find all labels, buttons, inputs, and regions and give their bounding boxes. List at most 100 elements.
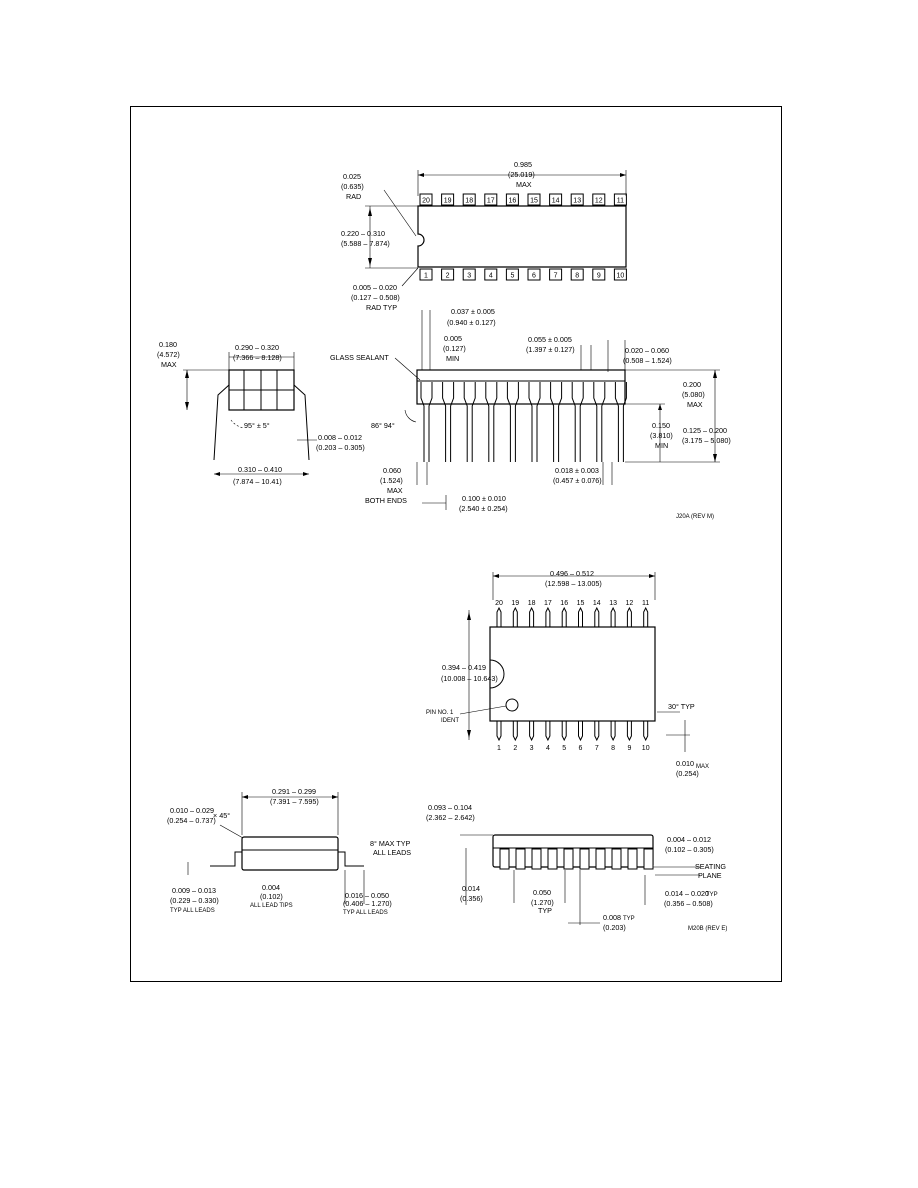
dip-top-pin-box — [592, 193, 606, 206]
side-d2-mm: (0.127) — [443, 344, 466, 353]
soic-end-d4-tag: ALL LEAD TIPS — [250, 903, 293, 909]
side-d2-tag: MIN — [446, 354, 459, 363]
side-d8-mm: (1.524) — [380, 476, 403, 485]
soic-dsmall-mm: (0.254) — [676, 769, 699, 778]
dip-side-lead — [442, 382, 455, 462]
soic-bottom-pin — [529, 721, 535, 742]
dip-top-pin-box — [613, 193, 627, 206]
dip-top-pin-box — [549, 193, 563, 206]
soic-end-d1-value: 0.010 – 0.029 — [170, 806, 214, 815]
dip-top-pin-label: 16 — [509, 198, 517, 205]
soic-bottom-pin-label: 2 — [513, 745, 517, 752]
soic-top-pin-label: 17 — [544, 600, 552, 607]
dip-body-width-mm: (5.588 – 7.874) — [341, 239, 390, 248]
soic-top-pin — [610, 606, 616, 627]
soic-end-d3-tag: TYP ALL LEADS — [170, 908, 215, 914]
soic-width-mm: (10.008 – 10.643) — [441, 674, 498, 683]
soic-pin1-l1: PIN NO. 1 — [426, 710, 454, 716]
soic-top-pin — [626, 606, 632, 627]
soic-bottom-pin-label: 4 — [546, 745, 550, 752]
side-d4-mm: (0.508 – 1.524) — [623, 356, 672, 365]
dip-top-pin-label: 12 — [595, 198, 603, 205]
dip-bottom-pin-label: 10 — [617, 273, 625, 280]
soic-side-d5-mm: (0.356 – 0.508) — [664, 899, 713, 908]
soic-side-d1-mm: (2.362 – 2.642) — [426, 813, 475, 822]
dip-top-pin-label: 11 — [617, 198, 624, 205]
soic-dsmall-value: 0.010 — [676, 759, 694, 768]
dip-bottom-pin-box — [505, 268, 519, 281]
side-d5-tag: MAX — [687, 400, 703, 409]
dip-side-lead — [506, 382, 519, 462]
side-d2-value: 0.005 — [444, 334, 462, 343]
dip-side-lead — [528, 382, 541, 462]
soic-bottom-pin-label: 5 — [562, 745, 566, 752]
dip-top-pin-box — [505, 193, 519, 206]
soic-side-d2-mm: (0.102 – 0.305) — [665, 845, 714, 854]
dip-top-pin-label: 19 — [444, 198, 452, 205]
side-d7-mm: (3.175 – 5.080) — [682, 436, 731, 445]
side-d10-mm: (2.540 ± 0.254) — [459, 504, 508, 513]
end-span-mm: (7.874 – 10.41) — [233, 477, 282, 486]
dip-bottom-pin-label: 5 — [510, 273, 514, 280]
soic-side-lead — [643, 848, 654, 870]
soic-side-seating-l1: SEATING — [695, 862, 726, 871]
side-d8-value: 0.060 — [383, 466, 401, 475]
soic-end-d4-mm: (0.102) — [260, 892, 283, 901]
soic-width-value: 0.394 – 0.419 — [442, 663, 486, 672]
dip-end-view: 0.290 – 0.320 (7.366 – 8.128) 0.180 (4.5… — [157, 340, 365, 486]
dip-top-pin-label: 17 — [487, 198, 495, 205]
dip-side-lead — [571, 382, 584, 462]
soic-bottom-pin-label: 3 — [530, 745, 534, 752]
soic-top-pin-label: 20 — [495, 600, 503, 607]
dip-bottom-pin-box — [441, 268, 455, 281]
soic-bottom-pin-label: 7 — [595, 745, 599, 752]
soic-side-lead — [579, 848, 590, 870]
end-lead-thk-mm: (0.203 – 0.305) — [316, 443, 365, 452]
end-angle: 95° ± 5° — [244, 421, 270, 430]
dip-bottom-pin-label: 4 — [489, 273, 493, 280]
soic-bottom-pin — [512, 721, 518, 742]
dip-rad-value: 0.025 — [343, 172, 361, 181]
soic-side-d1-value: 0.093 – 0.104 — [428, 803, 472, 812]
soic-side-d4-tag: TYP — [538, 906, 552, 915]
soic-side-d3-mm: (0.356) — [460, 894, 483, 903]
side-d8-tag: MAX — [387, 486, 403, 495]
dip-top-pin-box — [419, 193, 433, 206]
dip-bottom-pin-label: 2 — [446, 273, 450, 280]
dip-length-tag: MAX — [516, 180, 532, 189]
dip-bottom-pin-box — [549, 268, 563, 281]
dip-top-pin-box — [570, 193, 584, 206]
dip-bottom-pin-label: 3 — [467, 273, 471, 280]
side-d9-mm: (0.457 ± 0.076) — [553, 476, 602, 485]
soic-bottom-pin — [626, 721, 632, 742]
dip-top-pin-label: 15 — [530, 198, 538, 205]
end-height-value: 0.180 — [159, 340, 177, 349]
soic-side-d6-value: 0.008 — [603, 913, 621, 922]
side-d4-value: 0.020 – 0.060 — [625, 346, 669, 355]
side-angle: 86° 94° — [371, 421, 395, 430]
soic-top-pin-label: 12 — [626, 600, 634, 607]
soic-bottom-pin — [561, 721, 567, 742]
soic-top-pin-label: 18 — [528, 600, 536, 607]
soic-top-pin-label: 15 — [577, 600, 585, 607]
dip-ref: J20A (REV M) — [676, 514, 714, 520]
soic-side-d5-tag: TYP — [706, 892, 718, 898]
dip-side-lead — [463, 382, 476, 462]
soic-end-d5-tag: TYP ALL LEADS — [343, 910, 388, 916]
end-lead-thk-value: 0.008 – 0.012 — [318, 433, 362, 442]
soic-bottom-pin-label: 9 — [627, 745, 631, 752]
soic-end-d4-value: 0.004 — [262, 883, 280, 892]
dip-bottom-pin-box — [462, 268, 476, 281]
soic-end-angle-l1: 8° MAX TYP — [370, 839, 410, 848]
soic-top-pin-label: 13 — [609, 600, 617, 607]
soic-top-pin-label: 14 — [593, 600, 601, 607]
soic-dsmall-tag: MAX — [696, 764, 709, 770]
soic-length-mm: (12.598 – 13.005) — [545, 579, 602, 588]
end-height-mm: (4.572) — [157, 350, 180, 359]
dip-length-value: 0.985 — [514, 160, 532, 169]
side-d7-value: 0.125 – 0.200 — [683, 426, 727, 435]
side-d3-value: 0.055 ± 0.005 — [528, 335, 572, 344]
soic-side-d4-mm: (1.270) — [531, 898, 554, 907]
